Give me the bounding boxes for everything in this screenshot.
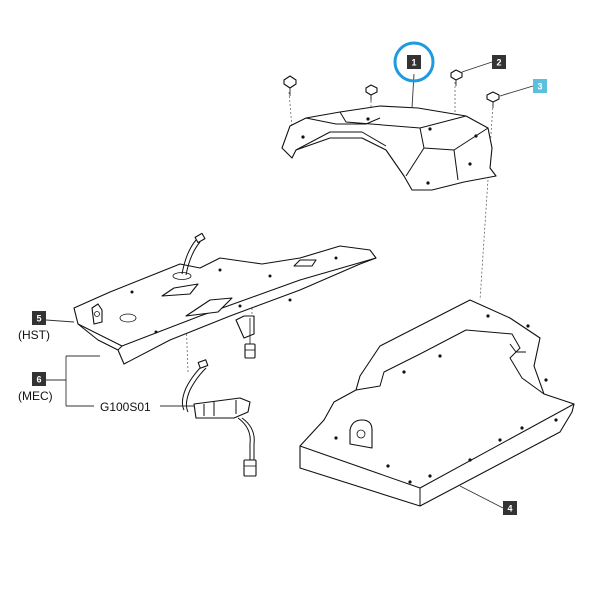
callout-label: 3 (537, 82, 542, 92)
callout-5[interactable]: 5 (32, 311, 46, 325)
callout-label: 6 (36, 375, 41, 385)
floor-plate (299, 299, 575, 507)
callout-badge (32, 311, 46, 325)
callout-6[interactable]: 6 (32, 372, 46, 386)
callout-badge (32, 372, 46, 386)
callout-1[interactable]: 1 (393, 41, 435, 83)
callout-2[interactable]: 2 (492, 55, 506, 69)
callout-label: 1 (411, 58, 416, 68)
bolt-icon (283, 75, 297, 96)
callout-label: 2 (496, 58, 501, 68)
callout-label: 5 (36, 314, 41, 324)
callout-3[interactable]: 3 (533, 79, 547, 93)
callout-4[interactable]: 4 (503, 501, 517, 515)
top-cover (281, 105, 497, 191)
reference-code: G100S01 (100, 400, 151, 414)
callout-badge (492, 55, 506, 69)
bolts (283, 69, 500, 108)
highlight-ring (393, 41, 435, 83)
bolt-icon (450, 69, 463, 86)
variant-label-mec: (MEC) (18, 389, 53, 403)
inner-plate (73, 232, 377, 365)
bolt-icon (486, 91, 500, 108)
wiring-harness (181, 359, 257, 477)
variant-label-hst: (HST) (18, 328, 50, 342)
callout-badge (533, 79, 547, 93)
callout-label: 4 (507, 504, 512, 514)
callout-badge (503, 501, 517, 515)
bolt-icon (365, 84, 378, 101)
callout-badge (407, 55, 421, 69)
